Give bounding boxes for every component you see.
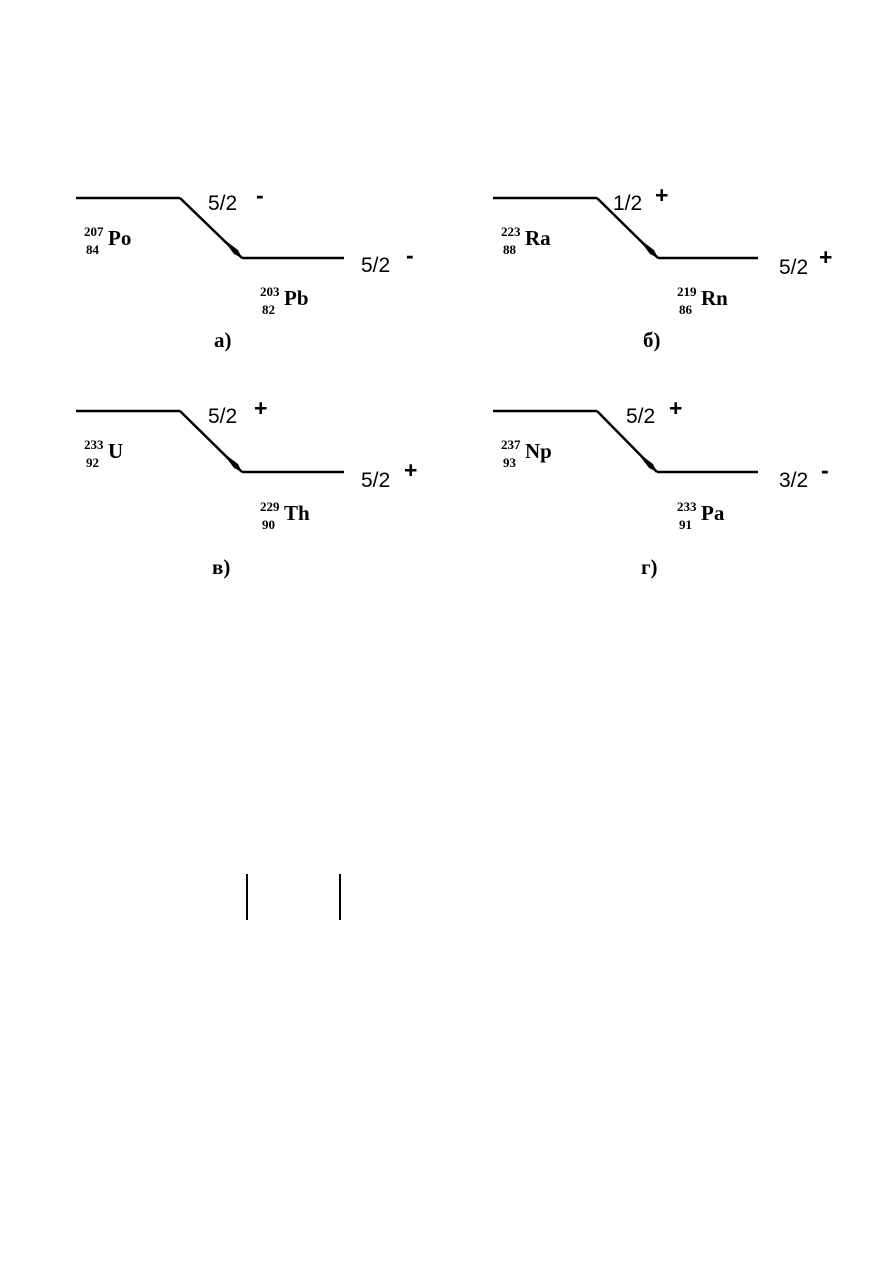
decay-lines-a	[76, 196, 344, 260]
vertical-rule-left	[246, 874, 248, 920]
decay-diagram-a: 5/2 - 5/2 - 207 84 Po 203 82 Pb а)	[76, 180, 476, 380]
vertical-rule-right	[339, 874, 341, 920]
element-symbol: Th	[284, 501, 310, 525]
final-spin: 5/2	[779, 256, 809, 279]
initial-spin: 5/2	[208, 192, 238, 215]
decay-diagram-g: 5/2 + 3/2 - 237 93 Np 233 91 Pa г)	[493, 393, 893, 593]
initial-parity: -	[256, 182, 264, 208]
mass-number: 219	[677, 284, 697, 299]
atomic-number: 91	[679, 517, 692, 532]
atomic-number: 84	[86, 242, 99, 257]
initial-spin: 1/2	[613, 192, 643, 215]
element-symbol: Ra	[525, 226, 551, 250]
decay-lines-b	[493, 196, 758, 260]
final-spin: 5/2	[361, 254, 391, 277]
transition-arrow-icon	[638, 238, 658, 258]
initial-spin: 5/2	[626, 405, 656, 428]
atomic-number: 93	[503, 455, 516, 470]
mass-number: 223	[501, 224, 521, 239]
atomic-number: 90	[262, 517, 275, 532]
element-symbol: U	[108, 439, 124, 463]
mass-number: 233	[84, 437, 104, 452]
decay-lines-v	[76, 409, 344, 474]
initial-parity: +	[254, 395, 268, 421]
atomic-number: 82	[262, 302, 275, 317]
element-symbol: Po	[108, 226, 132, 250]
initial-spin: 5/2	[208, 405, 238, 428]
initial-parity: +	[655, 182, 669, 208]
final-parity: -	[406, 242, 414, 268]
final-parity: +	[819, 244, 833, 270]
final-spin: 5/2	[361, 469, 391, 492]
mass-number: 233	[677, 499, 697, 514]
element-symbol: Pa	[701, 501, 725, 525]
decay-diagram-v: 5/2 + 5/2 + 233 92 U 229 90 Th в)	[76, 393, 476, 593]
atomic-number: 86	[679, 302, 692, 317]
decay-lines-g	[493, 409, 758, 474]
panel-caption: г)	[641, 555, 658, 579]
panel-caption: в)	[212, 555, 231, 579]
transition-arrow-icon	[222, 238, 242, 258]
element-symbol: Pb	[284, 286, 309, 310]
mass-number: 207	[84, 224, 104, 239]
initial-parity: +	[669, 395, 683, 421]
atomic-number: 88	[503, 242, 516, 257]
final-parity: -	[821, 457, 829, 483]
decay-diagram-b: 1/2 + 5/2 + 223 88 Ra 219 86 Rn б)	[493, 180, 893, 380]
final-spin: 3/2	[779, 469, 809, 492]
panel-caption: б)	[643, 328, 661, 352]
transition-arrow-icon	[222, 452, 242, 472]
mass-number: 203	[260, 284, 280, 299]
transition-arrow-icon	[637, 452, 657, 472]
panel-caption: а)	[214, 328, 232, 352]
element-symbol: Rn	[701, 286, 728, 310]
mass-number: 229	[260, 499, 280, 514]
mass-number: 237	[501, 437, 521, 452]
element-symbol: Np	[525, 439, 552, 463]
final-parity: +	[404, 457, 418, 483]
atomic-number: 92	[86, 455, 99, 470]
